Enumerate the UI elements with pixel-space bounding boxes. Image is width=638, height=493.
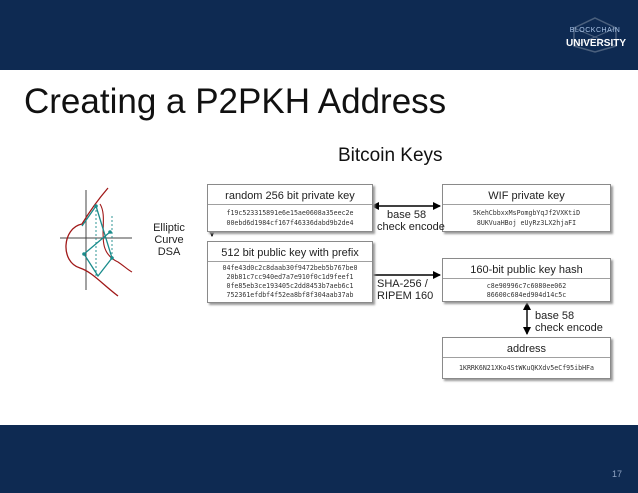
ecdsa-label: Elliptic Curve DSA (153, 222, 185, 258)
public-key-value-line: 0fe85eb3ce193405c2dd8453b7aeb6c1 (226, 282, 354, 290)
diagram-title: Bitcoin Keys (338, 145, 443, 166)
hexagon-network-icon (573, 17, 617, 53)
private-key-label: random 256 bit private key (225, 190, 355, 202)
blockchain-university-logo: BLOCKCHAIN UNIVERSITY (566, 16, 627, 54)
base58-check-encode-label: base 58 check encode (377, 209, 445, 233)
logo-text-line2: UNIVERSITY (566, 38, 627, 49)
pubkey-hash-value-line: 86600c684ed904d14c5c (486, 291, 567, 299)
private-key-value-line: 00ebd6d1984cf167f46336dabd9b2de4 (226, 219, 354, 227)
pubkey-hash-box: 160-bit public key hash c8e90996c7c6080e… (442, 258, 611, 302)
page-number: 17 (612, 469, 623, 479)
logo-text-line1: BLOCKCHAIN (569, 27, 621, 34)
base58-check-encode-label-vertical: base 58 check encode (535, 310, 603, 334)
public-key-value-line: 752361efdbf4f52ea8bf8f304aab37ab (226, 291, 354, 299)
wif-key-label: WIF private key (488, 190, 565, 202)
public-key-label: 512 bit public key with prefix (221, 247, 359, 259)
header-bar: BLOCKCHAIN UNIVERSITY (0, 0, 638, 70)
wif-key-value-line: 5KehCbbxxMsPomgbYqJf2VXKtiD (472, 209, 581, 217)
footer-bar (0, 425, 638, 493)
wif-key-box: WIF private key 5KehCbbxxMsPomgbYqJf2VXK… (442, 184, 611, 232)
address-box: address 1KRRK6N21XKo4StWKuQKXdv5eCf95ibH… (442, 337, 611, 379)
wif-key-value-line: 8UKVuaHBoj eUyRz3LX2hjaFI (476, 219, 577, 227)
pubkey-hash-label: 160-bit public key hash (470, 264, 583, 276)
public-key-value-line: 04fe43d0c2c8daab30f9472beb5b767be0 (222, 264, 358, 272)
public-key-value-line: 20b81c7cc940ed7a7e910f0c1d9feef1 (226, 273, 354, 281)
address-value: 1KRRK6N21XKo4StWKuQKXdv5eCf95ibHFa (459, 364, 594, 372)
pubkey-hash-value-line: c8e90996c7c6080ee062 (486, 282, 567, 290)
private-key-box: random 256 bit private key f19c523315891… (207, 184, 373, 232)
public-key-box: 512 bit public key with prefix 04fe43d0c… (207, 241, 373, 303)
elliptic-curve-illustration (60, 187, 133, 297)
private-key-value-line: f19c523315891e6e15ae0608a35eec2e (226, 209, 354, 217)
sha256-ripemd160-label: SHA-256 / RIPEM 160 (377, 278, 434, 302)
address-label: address (506, 343, 547, 355)
slide-title: Creating a P2PKH Address (24, 82, 447, 121)
